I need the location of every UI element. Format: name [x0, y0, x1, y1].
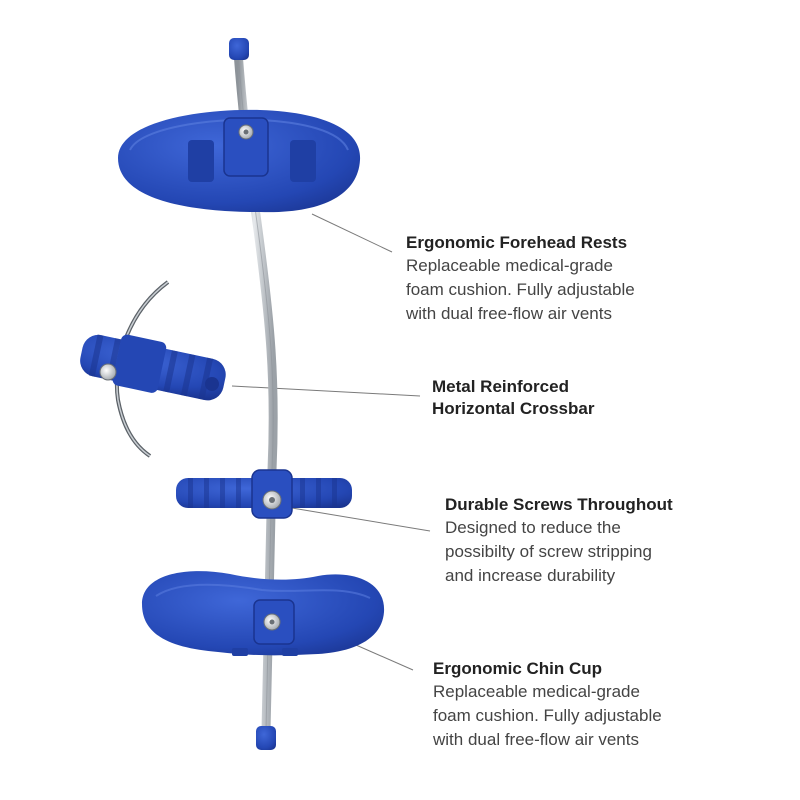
callout-title: Metal Reinforced — [432, 377, 569, 396]
callout-line: and increase durability — [445, 566, 616, 585]
callout-line: foam cushion. Fully adjustable — [406, 280, 635, 299]
bottom-end-cap — [256, 726, 276, 750]
chin-cup — [142, 571, 385, 656]
side-crossbar — [80, 334, 226, 401]
callout-line: Replaceable medical-grade — [433, 682, 640, 701]
side-crossbar-assembly — [80, 280, 226, 458]
callout-chin-cup: Ergonomic Chin Cup Replaceable medical-g… — [433, 658, 662, 752]
callout-title: Horizontal Crossbar — [432, 399, 595, 418]
callout-title: Ergonomic Chin Cup — [433, 659, 603, 678]
leader-lines — [231, 213, 431, 671]
leader-line-crossbar — [231, 385, 421, 397]
forehead-rest — [118, 109, 361, 213]
callout-crossbar: Metal Reinforced Horizontal Crossbar — [432, 376, 594, 420]
callout-line: with dual free-flow air vents — [406, 304, 612, 323]
callout-line: Replaceable medical-grade — [406, 256, 613, 275]
callout-title: Ergonomic Forehead Rests — [406, 233, 628, 252]
top-end-cap — [229, 38, 249, 60]
callout-line: Designed to reduce the — [445, 518, 621, 537]
leader-line-forehead — [311, 213, 393, 253]
callout-line: with dual free-flow air vents — [433, 730, 639, 749]
callout-screws: Durable Screws Throughout Designed to re… — [445, 494, 673, 588]
callout-title: Durable Screws Throughout — [445, 495, 673, 514]
leader-line-chin — [355, 644, 414, 671]
center-crossbar — [176, 469, 352, 519]
callout-line: possibilty of screw stripping — [445, 542, 652, 561]
callout-line: foam cushion. Fully adjustable — [433, 706, 662, 725]
callout-forehead-rests: Ergonomic Forehead Rests Replaceable med… — [406, 232, 635, 326]
leader-line-screws — [291, 507, 431, 532]
side-screw — [99, 363, 117, 381]
